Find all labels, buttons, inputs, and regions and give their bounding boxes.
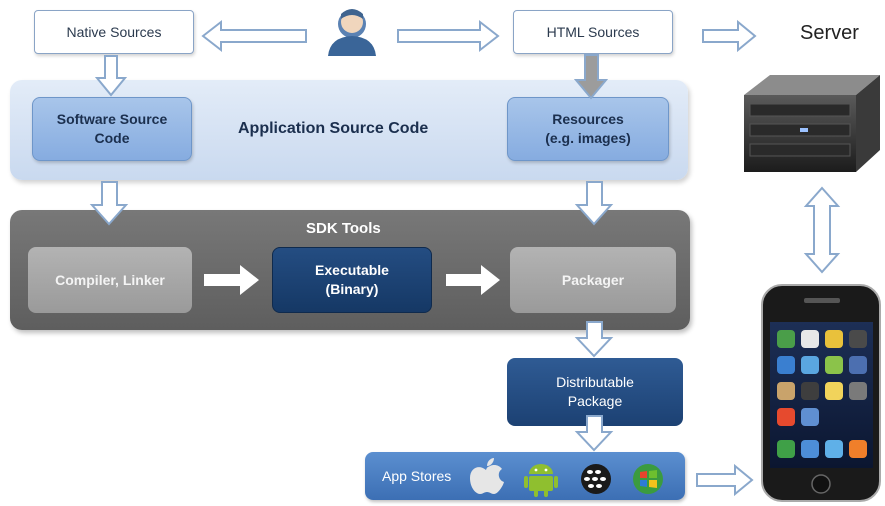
server-label: Server	[800, 22, 859, 44]
arrow-server-phone	[803, 186, 841, 274]
resources-box: Resources (e.g. images)	[507, 97, 669, 161]
arrow-native-to-software	[94, 55, 128, 97]
arrow-software-to-compiler	[89, 181, 129, 226]
arrow-user-to-html	[397, 19, 500, 53]
smartphone-icon	[761, 284, 881, 502]
arrow-resources-to-packager	[574, 181, 614, 226]
arrow-stores-to-phone	[696, 463, 754, 497]
arrow-compiler-to-executable	[204, 265, 259, 295]
arrow-html-to-resources	[573, 54, 609, 100]
arrow-executable-to-packager	[446, 265, 500, 295]
apple-icon	[470, 458, 504, 494]
user-icon	[328, 9, 376, 56]
software-source-code-box: Software Source Code	[32, 97, 192, 161]
arrow-distributable-to-stores	[574, 415, 614, 452]
executable-box: Executable (Binary)	[272, 247, 432, 313]
android-icon	[524, 464, 558, 497]
app-stores-band	[365, 452, 685, 500]
server-icon	[744, 75, 880, 172]
compiler-linker-box: Compiler, Linker	[28, 247, 192, 313]
blackberry-icon	[581, 464, 611, 494]
windows-icon	[633, 464, 663, 494]
html-sources-box: HTML Sources	[513, 10, 673, 54]
distributable-package-box: Distributable Package	[507, 358, 683, 426]
app-stores-label: App Stores	[382, 468, 452, 484]
arrow-user-to-native	[201, 19, 307, 53]
sdk-tools-label: SDK Tools	[306, 220, 381, 237]
arrow-packager-to-distributable	[574, 321, 614, 358]
arrow-html-to-server	[702, 19, 757, 53]
application-source-code-label: Application Source Code	[238, 120, 429, 137]
packager-box: Packager	[510, 247, 676, 313]
native-sources-box: Native Sources	[34, 10, 194, 54]
